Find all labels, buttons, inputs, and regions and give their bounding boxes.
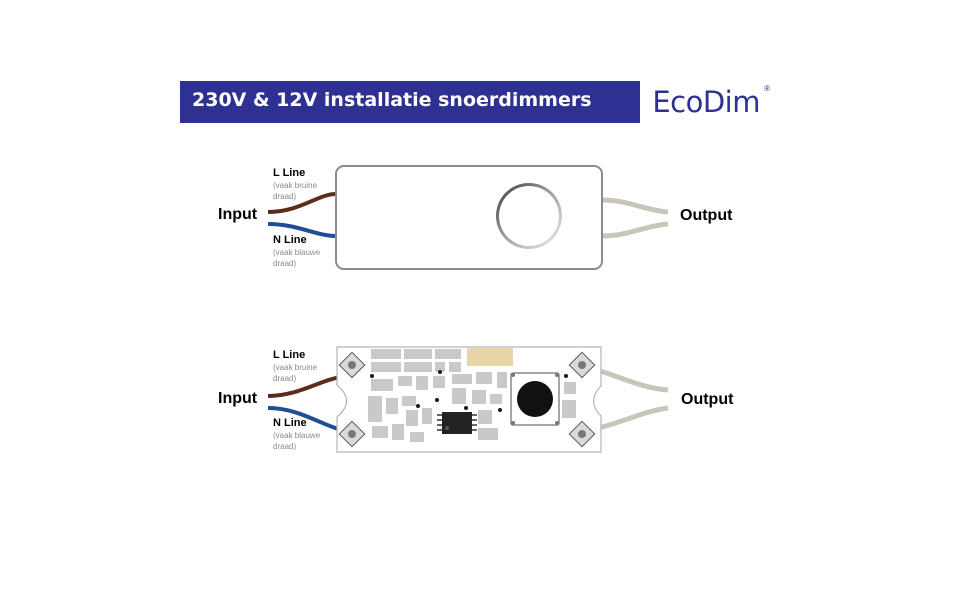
l-line-label: L Line — [273, 167, 306, 179]
terminal-out-bottom — [568, 420, 596, 448]
output-wire — [601, 221, 669, 239]
ic-chip — [437, 412, 477, 434]
header-banner: 230V & 12V installatie snoerdimmers EcoD… — [180, 81, 780, 123]
l-line-wire — [267, 374, 349, 398]
terminal-l-in — [338, 351, 366, 379]
pcb-components — [368, 349, 576, 442]
l-line-label: L Line — [273, 349, 306, 361]
output-label: Output — [681, 391, 734, 408]
n-line-wire — [267, 406, 349, 434]
l-line-note: (vaak bruine draad) — [273, 363, 318, 383]
output-wire — [601, 197, 669, 215]
terminal-out-top — [568, 351, 596, 379]
l-line-note: (vaak bruine draad) — [273, 181, 318, 201]
n-line-label: N Line — [273, 417, 307, 429]
n-line-wire — [267, 222, 337, 238]
dimmer-pcb-diagram — [267, 346, 669, 453]
n-line-label: N Line — [273, 234, 307, 246]
logo-text: EcoDim — [652, 85, 760, 119]
n-line-note: (vaak blauwe draad) — [273, 248, 321, 268]
input-label: Input — [218, 390, 258, 407]
dimmer-enclosure-diagram — [267, 165, 669, 270]
input-label: Input — [218, 206, 258, 223]
n-line-note: (vaak blauwe draad) — [273, 431, 321, 451]
output-wire — [589, 365, 669, 393]
push-button — [510, 372, 560, 426]
output-wire — [589, 405, 669, 433]
ecodim-logo: EcoDim ® — [640, 81, 780, 123]
registered-mark: ® — [764, 84, 770, 93]
l-line-wire — [267, 192, 337, 214]
output-label: Output — [680, 207, 733, 224]
terminal-n-in — [338, 420, 366, 448]
pcb-vias — [370, 370, 568, 412]
banner-title: 230V & 12V installatie snoerdimmers — [192, 89, 592, 111]
dimmer-housing — [335, 165, 603, 270]
dimmer-knob — [499, 186, 559, 246]
pcb-yellow-component — [467, 348, 513, 366]
